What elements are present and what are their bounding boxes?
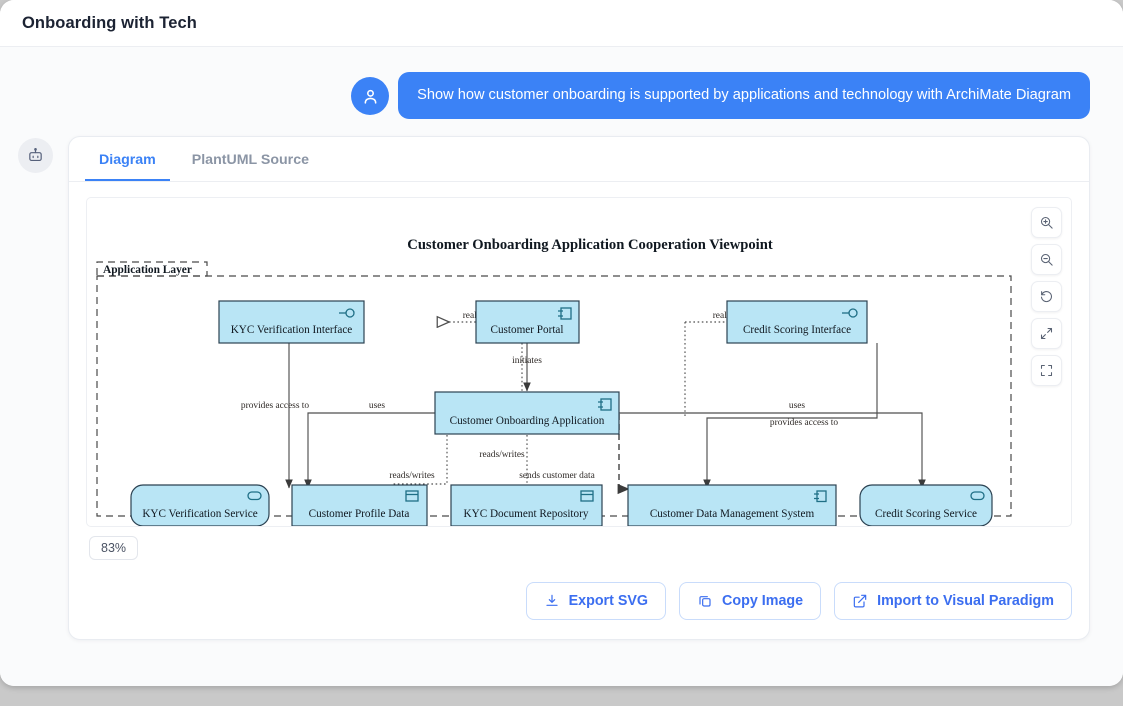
node-kyc-verification-service[interactable]: KYC Verification Service [130,484,270,526]
user-message-row: Show how customer onboarding is supporte… [0,47,1123,119]
panel-action-bar: Export SVG Copy Image Import to Visual P… [69,570,1089,639]
download-icon [545,594,558,606]
group-label: Application Layer [103,264,192,276]
panel-tabs: Diagram PlantUML Source [69,137,1089,182]
data-object-icon [580,490,594,502]
node-kyc-verification-interface[interactable]: KYC Verification Interface [218,300,365,344]
copy-icon [699,596,711,607]
user-message-bubble: Show how customer onboarding is supporte… [398,72,1090,119]
component-icon [598,398,612,411]
component-icon [814,490,827,503]
edge-label-readswrites-profile: reads/writes [389,471,435,481]
node-label: Customer Portal [490,324,563,336]
tab-diagram-label: Diagram [99,151,156,168]
fit-screen-icon[interactable] [1031,317,1062,349]
diagram-title: Customer Onboarding Application Cooperat… [407,237,773,253]
node-label: Credit Scoring Interface [743,324,851,336]
conversation-area: Show how customer onboarding is supporte… [0,47,1123,686]
zoom-out-icon[interactable] [1031,243,1062,275]
node-label: KYC Verification Interface [231,324,353,336]
external-link-icon [853,594,867,608]
node-label: KYC Verification Service [142,508,257,520]
edge-app-sends-customer-data [617,413,630,495]
edge-label-readswrites-repo: reads/writes [479,450,525,460]
copy-image-button[interactable]: Copy Image [679,581,822,620]
reset-rotate-icon[interactable] [1031,280,1062,312]
node-customer-onboarding-application[interactable]: Customer Onboarding Application [434,391,620,435]
edge-label-initiates: initiates [512,356,542,366]
node-customer-profile-data[interactable]: Customer Profile Data [291,484,428,526]
data-object-icon [405,490,419,502]
node-kyc-document-repository[interactable]: KYC Document Repository [450,484,603,526]
edge-label-uses-right: uses [789,401,805,411]
diagram-canvas[interactable]: Customer Onboarding Application Cooperat… [86,196,1072,527]
archimate-diagram: Customer Onboarding Application Cooperat… [96,237,1012,526]
tab-plantuml-source[interactable]: PlantUML Source [178,137,323,181]
tab-plantuml-source-label: PlantUML Source [191,151,309,168]
node-customer-portal[interactable]: Customer Portal [475,300,580,344]
edge-credit-interface-provides-access [703,342,878,489]
zoom-level-badge[interactable]: 83% [89,535,139,560]
edge-label-uses-left: uses [369,401,385,411]
export-svg-button[interactable]: Export SVG [525,581,667,620]
robot-icon [18,137,53,173]
edge-label-provides-access-right: provides access to [770,418,839,428]
edge-app-uses-credit-service [619,412,926,489]
interface-icon [842,308,858,318]
window-titlebar: Onboarding with Tech [0,0,1123,47]
node-label: Customer Data Management System [650,508,815,520]
import-to-visual-paradigm-button[interactable]: Import to Visual Paradigm [834,581,1072,620]
zoom-in-icon[interactable] [1031,206,1062,238]
node-label: Customer Profile Data [309,508,410,520]
copy-image-label: Copy Image [722,592,804,609]
node-customer-data-management-system[interactable]: Customer Data Management System [627,484,837,526]
service-icon [970,491,985,501]
node-label: Customer Onboarding Application [450,415,605,427]
component-icon [558,307,572,320]
node-credit-scoring-service[interactable]: Credit Scoring Service [859,484,993,526]
export-svg-label: Export SVG [568,592,649,609]
edge-label-provides-access-left: provides access to [241,401,310,411]
import-to-visual-paradigm-label: Import to Visual Paradigm [877,592,1054,609]
app-window: Onboarding with Tech Show how customer o… [0,0,1123,686]
assistant-message-row: Diagram PlantUML Source [0,119,1123,640]
person-icon [351,77,390,115]
fullscreen-icon[interactable] [1031,354,1062,386]
edge-label-sends-customer-data: sends customer data [519,471,595,481]
node-label: Credit Scoring Service [875,508,977,520]
node-credit-scoring-interface[interactable]: Credit Scoring Interface [726,300,868,344]
interface-icon [339,308,355,318]
tab-diagram[interactable]: Diagram [85,137,170,181]
page-title: Onboarding with Tech [22,13,197,32]
edge-app-uses-kyc-service [304,412,435,489]
diagram-panel: Diagram PlantUML Source [68,135,1090,640]
diagram-canvas-wrapper: Customer Onboarding Application Cooperat… [69,182,1089,570]
service-icon [247,491,262,501]
diagram-toolbar [1031,206,1062,386]
node-label: KYC Document Repository [464,508,589,520]
